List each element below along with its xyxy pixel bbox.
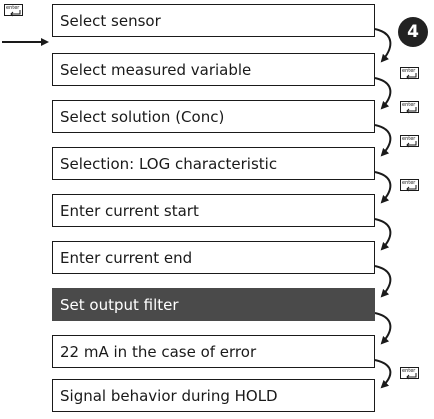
enter-key-icon: enter [400, 367, 419, 380]
enter-key-label: enter [402, 180, 416, 186]
enter-key-label: enter [402, 368, 416, 374]
connector-arrow [374, 124, 392, 157]
enter-key-icon: enter [400, 135, 419, 148]
connector-arrow [374, 171, 392, 204]
step-output-filter: Set output filter [52, 288, 375, 321]
step-error-current: 22 mA in the case of error [52, 335, 375, 368]
step-select-measured-variable: Select measured variable [52, 53, 375, 86]
enter-key-icon: enter [400, 101, 419, 114]
enter-key-label: enter [6, 5, 20, 11]
connector-arrow [374, 312, 392, 345]
step-select-sensor: Select sensor [52, 4, 375, 37]
step-log-characteristic: Selection: LOG characteristic [52, 147, 375, 180]
enter-key-icon: enter [400, 179, 419, 192]
connector-arrow [374, 77, 392, 110]
connector-arrow [374, 359, 392, 389]
enter-key-label: enter [402, 68, 416, 74]
step-hold-behavior: Signal behavior during HOLD [52, 379, 375, 412]
connector-arrow [374, 265, 392, 298]
step-current-start: Enter current start [52, 194, 375, 227]
enter-key-label: enter [402, 102, 416, 108]
step-select-solution: Select solution (Conc) [52, 100, 375, 133]
connector-arrow [374, 28, 392, 63]
connector-arrow [374, 218, 392, 251]
enter-key-icon: enter [4, 4, 23, 17]
step-number-badge: 4 [398, 17, 428, 47]
enter-key-icon: enter [400, 67, 419, 80]
step-current-end: Enter current end [52, 241, 375, 274]
enter-key-label: enter [402, 136, 416, 142]
